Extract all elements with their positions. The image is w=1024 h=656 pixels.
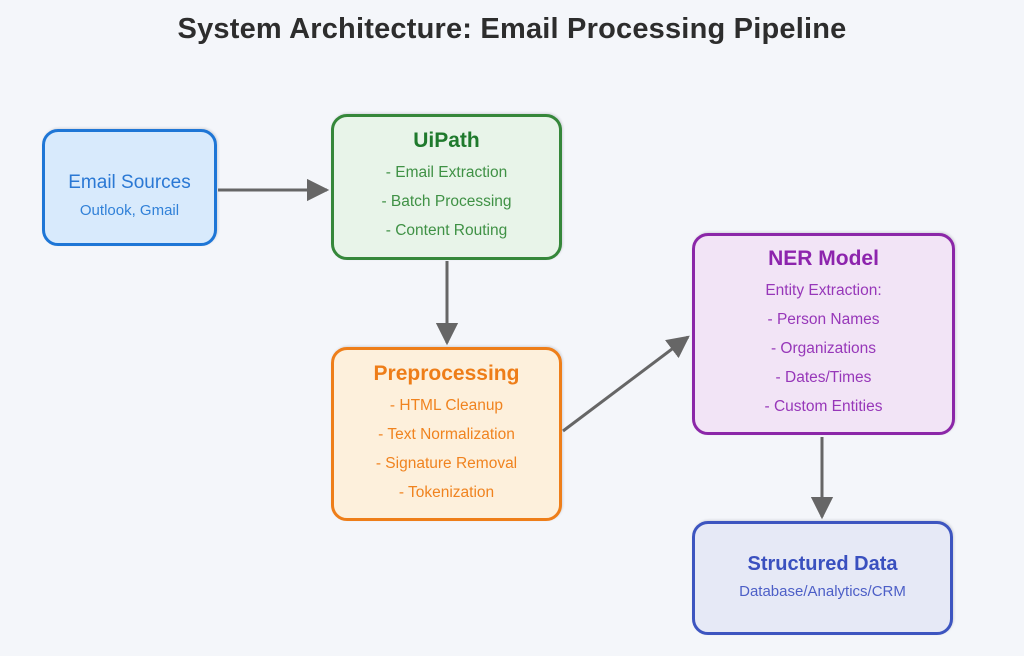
node-email-sources-subtitle: Outlook, Gmail bbox=[79, 201, 180, 219]
arrow-preprocessing-to-ner bbox=[562, 335, 690, 433]
node-email-sources: Email Sources Outlook, Gmail bbox=[42, 129, 217, 246]
node-uipath-item: - Email Extraction bbox=[385, 164, 508, 181]
node-uipath: UiPath - Email Extraction - Batch Proces… bbox=[331, 114, 562, 260]
node-ner-model-item: - Person Names bbox=[767, 311, 880, 328]
node-email-sources-title: Email Sources bbox=[68, 171, 191, 193]
node-ner-model-title: NER Model bbox=[768, 247, 879, 270]
node-preprocessing-item: - Signature Removal bbox=[375, 454, 518, 472]
diagram-title: System Architecture: Email Processing Pi… bbox=[177, 13, 847, 45]
node-uipath-item: - Batch Processing bbox=[381, 193, 512, 210]
node-ner-model-item: - Dates/Times bbox=[775, 369, 872, 386]
node-preprocessing-item: - Tokenization bbox=[398, 483, 495, 501]
node-structured-data-subtitle: Database/Analytics/CRM bbox=[739, 583, 906, 600]
node-structured-data: Structured Data Database/Analytics/CRM bbox=[692, 521, 953, 635]
node-ner-model-subtitle: Entity Extraction: bbox=[765, 282, 882, 299]
node-structured-data-title: Structured Data bbox=[747, 553, 898, 575]
node-uipath-item: - Content Routing bbox=[385, 222, 508, 239]
node-preprocessing-title: Preprocessing bbox=[373, 361, 520, 385]
node-preprocessing: Preprocessing - HTML Cleanup - Text Norm… bbox=[331, 347, 562, 521]
node-preprocessing-item: - HTML Cleanup bbox=[389, 396, 504, 414]
node-ner-model: NER Model Entity Extraction: - Person Na… bbox=[692, 233, 955, 435]
node-preprocessing-item: - Text Normalization bbox=[378, 425, 515, 443]
node-uipath-title: UiPath bbox=[413, 129, 480, 152]
node-ner-model-item: - Custom Entities bbox=[764, 398, 883, 415]
node-ner-model-item: - Organizations bbox=[770, 340, 877, 357]
